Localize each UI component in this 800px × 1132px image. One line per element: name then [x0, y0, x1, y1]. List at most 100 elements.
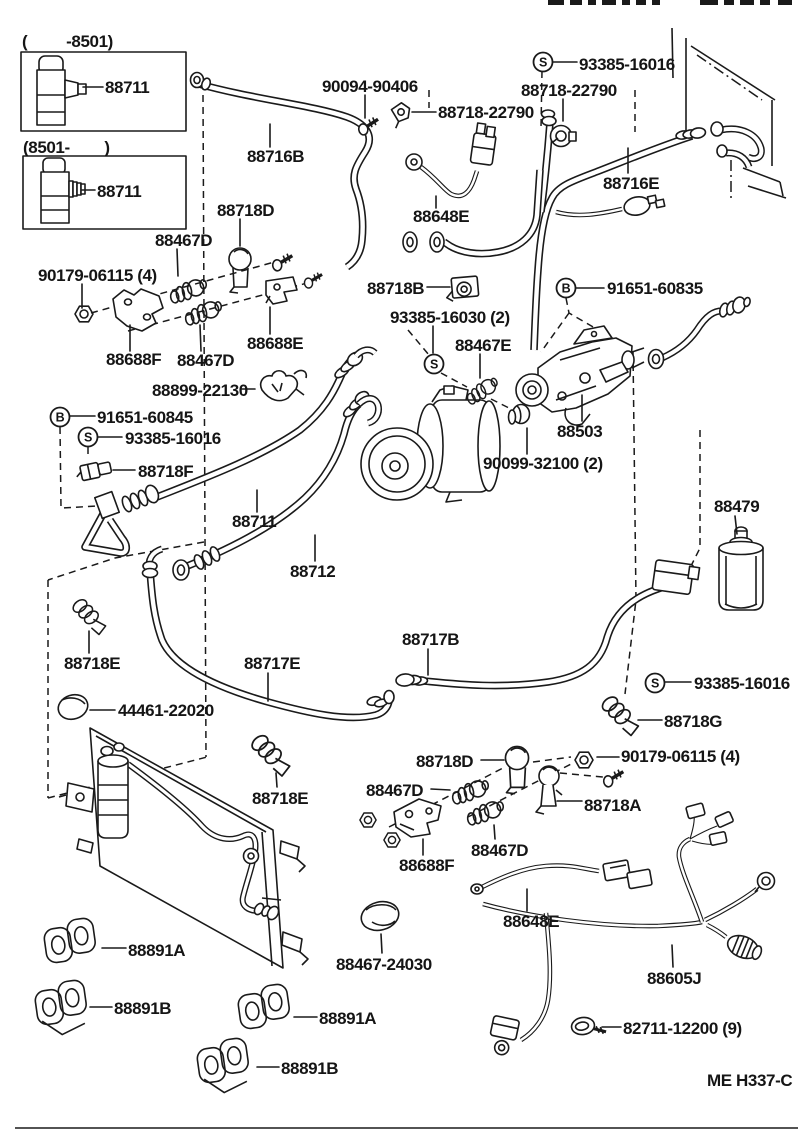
condenser-drawing — [58, 727, 309, 969]
hose-88711-drawing — [81, 346, 378, 557]
hose-88712-drawing — [172, 390, 382, 581]
pipe-88716e-drawing — [530, 109, 707, 351]
upper-fasteners — [355, 101, 577, 302]
part-label: 90094-90406 — [322, 77, 418, 96]
clamp-88718-22790-b-drawing — [549, 124, 577, 148]
part-label: 88718D — [416, 752, 473, 771]
part-label: 88717E — [244, 654, 300, 673]
part-label: 88716E — [603, 174, 659, 193]
part-label: 88467-24030 — [336, 955, 432, 974]
part-label: 88718-22790 — [438, 103, 534, 122]
pipe-to-flanges-drawing — [402, 169, 544, 258]
part-label: 44461-22020 — [118, 701, 214, 720]
wire-88648e-top-drawing — [405, 122, 497, 199]
bottom-bracket-cluster — [359, 745, 627, 848]
part-label: 88718E — [64, 654, 120, 673]
part-label: 91651-60835 — [607, 279, 703, 298]
top-bracket-cluster — [74, 247, 325, 332]
part-label: 88718A — [584, 796, 641, 815]
mid-left-hardware — [57, 369, 400, 932]
part-label: 88648E — [503, 912, 559, 931]
part-label: 88899-22130 — [152, 381, 248, 400]
variant-box-early — [20, 51, 187, 132]
svg-text:S: S — [539, 56, 547, 70]
part-label: 88711 — [105, 78, 149, 97]
clip-88718f-drawing — [76, 461, 113, 482]
receiver-88711-early-drawing — [36, 55, 87, 126]
car-body-outline — [671, 27, 787, 200]
bracket-88718a-drawing — [535, 765, 563, 815]
part-label: 88688E — [247, 334, 303, 353]
harness-ring-terminal-drawing — [489, 1015, 520, 1056]
grommets-drawing — [462, 375, 531, 425]
part-labels: ( -8501) 88711 (8501- ) 88711 90094-9040… — [22, 32, 793, 1090]
part-label: 88479 — [714, 497, 759, 516]
part-label: 93385-16030 (2) — [390, 308, 510, 327]
part-label: 88718F — [138, 462, 193, 481]
part-label: 88891B — [281, 1059, 338, 1078]
clamp-88718b-drawing — [445, 275, 480, 302]
part-label: 88467E — [455, 336, 511, 355]
part-label: 88467D — [366, 781, 423, 800]
part-label: 93385-16016 — [694, 674, 790, 693]
part-label: 88688F — [106, 350, 161, 369]
part-label: 88712 — [290, 562, 335, 581]
part-label: 88503 — [557, 422, 602, 441]
clamp-88899-drawing — [259, 369, 308, 402]
part-label: 88717B — [402, 630, 459, 649]
part-label: 88891A — [128, 941, 185, 960]
part-label: 88711 — [97, 182, 141, 201]
variant-early-caption: ( -8501) — [22, 32, 113, 51]
compressor-drawing — [360, 385, 501, 503]
svg-text:S: S — [651, 677, 659, 691]
part-label: 93385-16016 — [125, 429, 221, 448]
part-label: 82711-12200 (9) — [623, 1019, 742, 1038]
clamp-82711-drawing — [570, 1016, 607, 1036]
part-label: 88711 — [232, 512, 276, 531]
svg-text:S: S — [430, 358, 438, 372]
receiver-drier-on-condenser — [97, 742, 129, 839]
pad-88467-24030-drawing — [360, 900, 400, 932]
part-label: 88467D — [155, 231, 212, 250]
manifold-88503-drawing — [515, 325, 645, 426]
circled-b-icon: B — [555, 277, 577, 299]
part-label: 93385-16016 — [579, 55, 675, 74]
harness-88605j-drawing — [482, 802, 776, 1056]
cropped-header-fragments — [548, 0, 792, 5]
bracket-88688f-b-drawing — [393, 798, 442, 838]
part-label: 88891B — [114, 999, 171, 1018]
sensor-wire-drawing — [555, 194, 666, 218]
pipe-88717b-drawing — [395, 559, 701, 690]
variant-late-caption: (8501- ) — [23, 138, 110, 157]
part-label: 90179-06115 (4) — [38, 266, 157, 285]
circled-s-icon: S — [423, 353, 445, 375]
part-label: 88718E — [252, 789, 308, 808]
circled-symbols: S B S B S S — [49, 51, 666, 694]
part-label: 88688F — [399, 856, 454, 875]
leader-lines — [68, 61, 738, 1068]
circled-s-icon: S — [532, 51, 554, 73]
part-label: 88718-22790 — [521, 81, 617, 100]
part-label: 88891A — [319, 1009, 376, 1028]
part-label: 88605J — [647, 969, 701, 988]
part-label: 90099-32100 (2) — [483, 454, 603, 473]
circled-b-icon: B — [49, 406, 71, 428]
pipe-88717e-drawing — [141, 545, 395, 722]
part-label: 88648E — [413, 207, 469, 226]
pipe-88716b-drawing — [189, 71, 373, 271]
hose-88717a-drawing — [647, 296, 751, 370]
wire-88648e-bottom-drawing — [470, 859, 653, 895]
part-label: 88718B — [367, 279, 424, 298]
svg-text:B: B — [562, 282, 571, 296]
part-label: 91651-60845 — [97, 408, 193, 427]
circled-s-icon: S — [644, 672, 666, 694]
part-label: 88718G — [664, 712, 722, 731]
part-label: 88467D — [471, 841, 528, 860]
pipe-88717b-connector — [651, 559, 701, 596]
part-label: 88718D — [217, 201, 274, 220]
drawing-code: ME H337-C — [707, 1071, 792, 1090]
receiver-88711-late-drawing — [40, 157, 86, 224]
svg-text:S: S — [84, 431, 92, 445]
